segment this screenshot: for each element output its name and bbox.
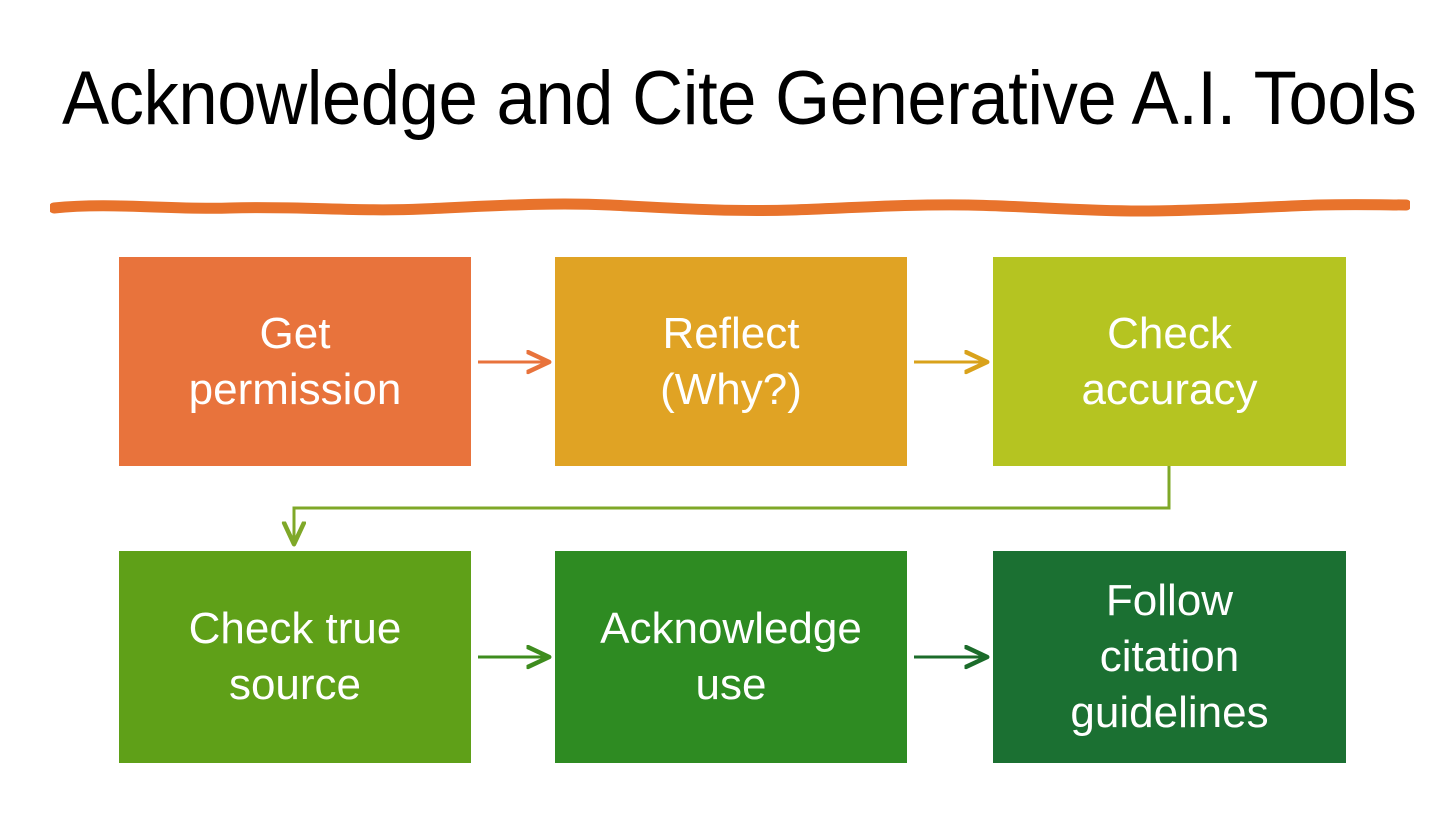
connector-step3-step4: [294, 466, 1171, 543]
flow-node-check-true-source[interactable]: Check true source: [119, 551, 471, 763]
page-title: Acknowledge and Cite Generative A.I. Too…: [62, 56, 1417, 141]
divider-rule: [50, 198, 1410, 217]
flow-node-get-permission[interactable]: Get permission: [119, 257, 471, 466]
wavy-line-icon: [50, 198, 1410, 217]
flow-node-follow-citation-guidelines[interactable]: Follow citation guidelines: [993, 551, 1346, 763]
flow-node-acknowledge-use[interactable]: Acknowledge use: [555, 551, 907, 763]
flow-node-reflect-why[interactable]: Reflect (Why?): [555, 257, 907, 466]
flow-node-check-accuracy[interactable]: Check accuracy: [993, 257, 1346, 466]
